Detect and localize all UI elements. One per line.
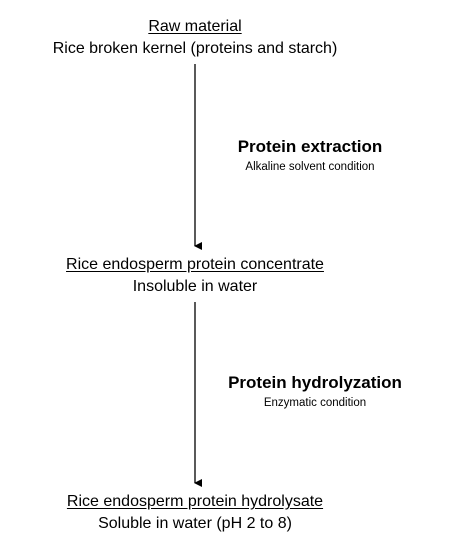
node-hydrolysate-title: Rice endosperm protein hydrolysate — [66, 493, 324, 510]
step-extraction-title: Protein extraction — [237, 137, 383, 156]
node-raw-material: Raw material Rice broken kernel (protein… — [0, 16, 390, 60]
step-protein-extraction: Protein extraction Alkaline solvent cond… — [220, 136, 400, 176]
node-protein-hydrolysate: Rice endosperm protein hydrolysate Solub… — [0, 491, 390, 535]
node-concentrate-desc: Insoluble in water — [132, 278, 258, 295]
node-protein-concentrate: Rice endosperm protein concentrate Insol… — [0, 254, 390, 298]
step-hydrolyzation-condition: Enzymatic condition — [263, 397, 367, 409]
node-hydrolysate-desc: Soluble in water (pH 2 to 8) — [98, 515, 292, 532]
step-protein-hydrolyzation: Protein hydrolyzation Enzymatic conditio… — [222, 372, 408, 412]
step-hydrolyzation-title: Protein hydrolyzation — [228, 373, 402, 392]
node-raw-desc: Rice broken kernel (proteins and starch) — [52, 40, 338, 57]
step-extraction-condition: Alkaline solvent condition — [245, 161, 375, 173]
node-raw-title: Raw material — [148, 18, 242, 35]
node-concentrate-title: Rice endosperm protein concentrate — [66, 256, 324, 273]
